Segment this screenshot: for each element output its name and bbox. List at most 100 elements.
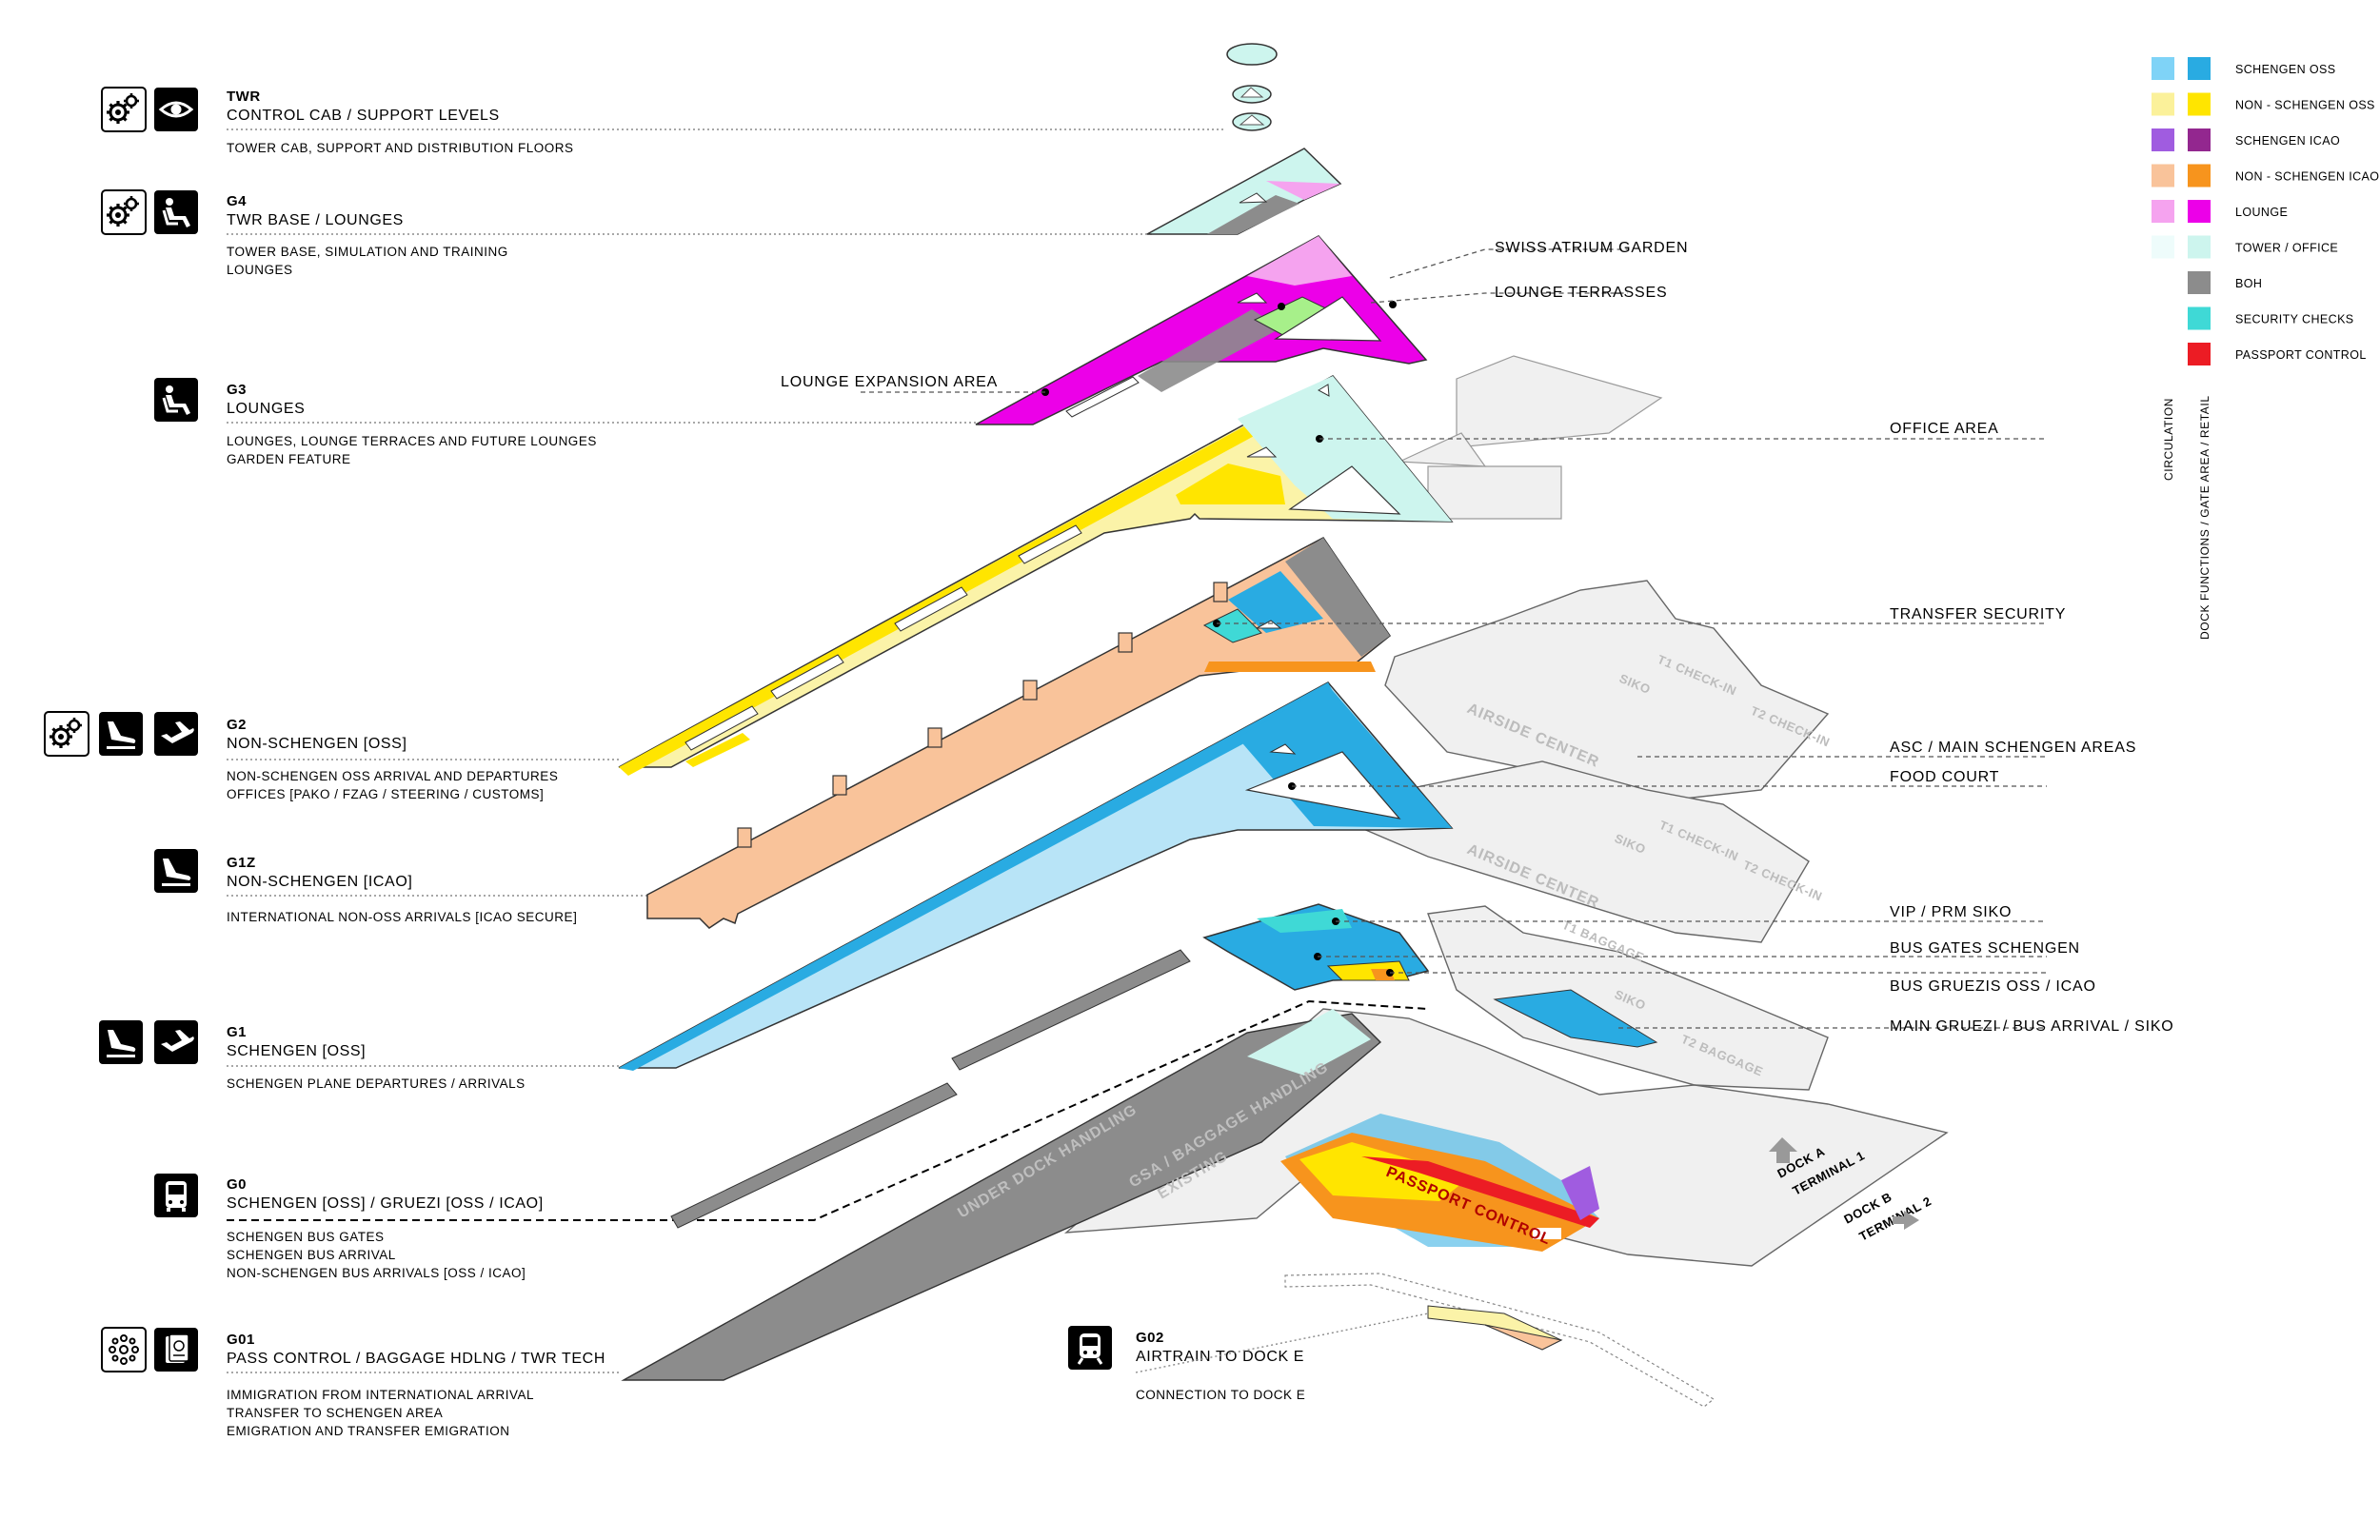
lounge-seat-icon xyxy=(154,190,198,234)
callout-bus-gates-schengen: BUS GATES SCHENGEN xyxy=(1890,940,2080,957)
level-desc: EMIGRATION AND TRANSFER EMIGRATION xyxy=(227,1424,510,1438)
legend-label: PASSPORT CONTROL xyxy=(2235,348,2367,362)
g3-lounge-plate xyxy=(975,235,1428,425)
legend-swatch-circulation xyxy=(2152,164,2174,188)
callout-main-gruezi: MAIN GRUEZI / BUS ARRIVAL / SIKO xyxy=(1890,1018,2174,1035)
dock-b-arrow-icon xyxy=(1893,1211,1919,1230)
passport-icon xyxy=(154,1328,198,1372)
legend-swatch-circulation xyxy=(2152,92,2174,116)
level-code: G4 xyxy=(227,193,247,209)
g01-plate xyxy=(621,1008,1949,1381)
arrivals-icon xyxy=(154,849,198,893)
callout-vip-prm-siko: VIP / PRM SIKO xyxy=(1890,904,2012,920)
legend-swatch-function xyxy=(2188,57,2211,80)
level-desc: SCHENGEN BUS GATES xyxy=(227,1230,385,1244)
legend: SCHENGEN OSS NON - SCHENGEN OSS SCHENGEN I… xyxy=(2152,57,2379,365)
level-title: CONTROL CAB / SUPPORT LEVELS xyxy=(227,108,500,124)
callout-lounge-expansion-area: LOUNGE EXPANSION AREA xyxy=(781,374,998,390)
callout-asc-main-schengen: ASC / MAIN SCHENGEN AREAS xyxy=(1890,740,2136,756)
level-g01: G01 PASS CONTROL / BAGGAGE HDLNG / TWR T… xyxy=(101,1327,605,1438)
twr-cab-plates xyxy=(1226,43,1278,131)
legend-swatch-circulation xyxy=(2152,128,2174,151)
level-desc: TOWER BASE, SIMULATION AND TRAINING xyxy=(227,245,508,259)
gears-icon xyxy=(101,189,147,235)
departures-icon xyxy=(154,1020,198,1064)
level-desc: IMMIGRATION FROM INTERNATIONAL ARRIVAL xyxy=(227,1388,534,1402)
g2-yellow-plate xyxy=(618,375,1454,776)
legend-swatch-function xyxy=(2188,164,2211,188)
bus-icon xyxy=(154,1174,198,1217)
level-twr: TWR CONTROL CAB / SUPPORT LEVELS TOWER C… xyxy=(101,87,573,155)
arrivals-icon xyxy=(99,712,143,756)
g1-schengen-plate xyxy=(618,681,1454,1071)
level-desc: LOUNGES xyxy=(227,263,293,277)
legend-label: SCHENGEN ICAO xyxy=(2235,134,2340,148)
level-code: G01 xyxy=(227,1332,255,1348)
g4-plate xyxy=(1146,148,1342,235)
legend-item: TOWER / OFFICE xyxy=(2152,235,2338,259)
legend-item: NON - SCHENGEN OSS xyxy=(2152,92,2375,116)
legend-axis-circulation: CIRCULATION xyxy=(2162,398,2175,481)
legend-swatch-function xyxy=(2188,271,2211,294)
level-desc: NON-SCHENGEN OSS ARRIVAL AND DEPARTURES xyxy=(227,769,558,783)
legend-swatch-circulation xyxy=(2152,200,2174,223)
g0-ghost-building xyxy=(1427,905,1829,1091)
level-desc: CONNECTION TO DOCK E xyxy=(1136,1388,1305,1402)
callout-transfer-security: TRANSFER SECURITY xyxy=(1890,606,2066,622)
level-title: SCHENGEN [OSS] xyxy=(227,1043,366,1059)
level-title: PASS CONTROL / BAGGAGE HDLNG / TWR TECH xyxy=(227,1351,605,1367)
eye-icon xyxy=(154,88,198,131)
level-g3: G3 LOUNGES LOUNGES, LOUNGE TERRACES AND … xyxy=(154,378,596,466)
g2-non-schengen-plate xyxy=(646,537,1392,929)
legend-item: LOUNGE xyxy=(2152,200,2288,223)
level-g0: G0 SCHENGEN [OSS] / GRUEZI [OSS / ICAO] … xyxy=(154,1174,544,1280)
legend-axis-functions: DOCK FUNCTIONS / GATE AREA / RETAIL xyxy=(2198,395,2211,640)
legend-swatch-function xyxy=(2188,343,2211,365)
level-g1: G1 SCHENGEN [OSS] SCHENGEN PLANE DEPARTU… xyxy=(99,1020,526,1091)
dock-a-arrow-icon xyxy=(1769,1137,1797,1163)
callout-food-court: FOOD COURT xyxy=(1890,769,1999,785)
legend-label: NON - SCHENGEN ICAO xyxy=(2235,170,2379,184)
legend-item: NON - SCHENGEN ICAO xyxy=(2152,164,2379,188)
network-icon xyxy=(101,1327,147,1372)
level-title: SCHENGEN [OSS] / GRUEZI [OSS / ICAO] xyxy=(227,1195,544,1212)
callout-lounge-terrasses: LOUNGE TERRASSES xyxy=(1495,285,1667,301)
legend-swatch-function xyxy=(2188,128,2211,151)
g0-bus-plate xyxy=(1202,903,1430,991)
level-g1z: G1Z NON-SCHENGEN [ICAO] INTERNATIONAL NO… xyxy=(154,849,577,924)
legend-label: BOH xyxy=(2235,277,2262,290)
level-title: TWR BASE / LOUNGES xyxy=(227,212,404,228)
level-code: G3 xyxy=(227,382,247,398)
level-g2: G2 NON-SCHENGEN [OSS] NON-SCHENGEN OSS A… xyxy=(44,711,558,801)
legend-item: PASSPORT CONTROL xyxy=(2188,343,2367,365)
gears-icon xyxy=(101,87,147,132)
level-g4: G4 TWR BASE / LOUNGES TOWER BASE, SIMULA… xyxy=(101,189,508,277)
legend-label: LOUNGE xyxy=(2235,206,2288,219)
departures-icon xyxy=(154,712,198,756)
level-code: G0 xyxy=(227,1176,247,1193)
level-leader-lines xyxy=(227,128,1429,1373)
callout-bus-gruezis: BUS GRUEZIS OSS / ICAO xyxy=(1890,978,2096,995)
level-title: NON-SCHENGEN [OSS] xyxy=(227,736,407,752)
legend-swatch-circulation xyxy=(2152,57,2174,80)
legend-label: NON - SCHENGEN OSS xyxy=(2235,99,2375,112)
callout-office-area: OFFICE AREA xyxy=(1890,421,1999,437)
g02-airtrain xyxy=(1284,1273,1716,1408)
level-title: NON-SCHENGEN [ICAO] xyxy=(227,874,412,890)
callout-swiss-atrium-garden: SWISS ATRIUM GARDEN xyxy=(1495,240,1688,256)
level-desc: GARDEN FEATURE xyxy=(227,452,351,466)
legend-label: SCHENGEN OSS xyxy=(2235,63,2336,76)
level-code: G2 xyxy=(227,717,247,733)
level-desc: SCHENGEN PLANE DEPARTURES / ARRIVALS xyxy=(227,1076,526,1091)
level-desc: NON-SCHENGEN BUS ARRIVALS [OSS / ICAO] xyxy=(227,1266,526,1280)
level-code: G02 xyxy=(1136,1330,1164,1346)
level-code: TWR xyxy=(227,89,261,105)
legend-swatch-function xyxy=(2188,235,2211,259)
level-title: LOUNGES xyxy=(227,401,305,417)
level-desc: TRANSFER TO SCHENGEN AREA xyxy=(227,1406,443,1420)
legend-item: SCHENGEN OSS xyxy=(2152,57,2336,80)
level-desc: SCHENGEN BUS ARRIVAL xyxy=(227,1248,396,1262)
level-desc: INTERNATIONAL NON-OSS ARRIVALS [ICAO SEC… xyxy=(227,910,577,924)
level-g02: G02 AIRTRAIN TO DOCK E CONNECTION TO DOC… xyxy=(1068,1326,1305,1402)
